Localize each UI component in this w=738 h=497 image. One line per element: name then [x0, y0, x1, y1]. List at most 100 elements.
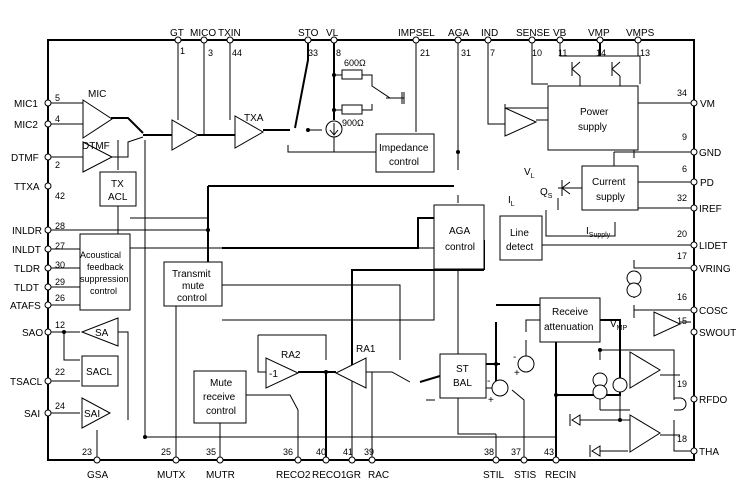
left-pins: MIC1 5 MIC2 4 DTMF 2 TTXA 42 INLDR 28 IN… [10, 93, 65, 420]
pin-tha[interactable]: THA 18 [677, 434, 719, 458]
pin-mic2[interactable]: MIC2 4 [14, 114, 60, 131]
pin-sai-name: SAI [24, 409, 40, 420]
pin-sense-name: SENSE [516, 28, 550, 39]
mute-receive-label-3: control [206, 406, 236, 417]
pin-tha-number: 18 [677, 434, 687, 444]
pin-sao[interactable]: SAO 12 [22, 320, 65, 339]
resistor-600-label: 600Ω [344, 58, 366, 68]
pin-rac-number: 39 [364, 447, 374, 457]
current-source-vl [325, 120, 343, 153]
pin-lidet-name: LIDET [699, 241, 727, 252]
pin-dtmf[interactable]: DTMF 2 [11, 153, 60, 170]
pin-aga[interactable]: AGA 31 [448, 28, 471, 58]
summing-upper-plus: + [514, 368, 520, 379]
pin-swout-number: 15 [677, 316, 687, 326]
pin-mic1[interactable]: MIC1 5 [14, 93, 60, 110]
acoustical-feedback-label-2: feedback [87, 262, 124, 272]
pin-swout[interactable]: SWOUT 15 [677, 316, 736, 339]
pin-inldt-number: 27 [55, 241, 65, 251]
pin-inldt-name: INLDT [12, 245, 41, 256]
swout-comparator [653, 311, 682, 337]
resistor-900: 900Ω [341, 104, 364, 128]
pin-impsel[interactable]: IMPSEL 21 [398, 28, 435, 58]
pin-txin[interactable]: TXIN 44 [218, 28, 242, 58]
pin-ind-number: 7 [490, 48, 495, 58]
sa-amplifier: SA [80, 317, 119, 347]
pin-sao-number: 12 [55, 320, 65, 330]
pin-sto[interactable]: STO 33 [298, 28, 319, 58]
pin-mic1-number: 5 [55, 93, 60, 103]
pin-tldt[interactable]: TLDT 29 [14, 277, 65, 294]
pin-atafs[interactable]: ATAFS 26 [10, 293, 65, 312]
pin-vm[interactable]: VM 34 [677, 88, 715, 110]
current-supply-label-1: Current [592, 177, 626, 188]
pin-rac-name: RAC [368, 470, 389, 481]
pin-pd[interactable]: PD 6 [682, 164, 714, 189]
pin-sense[interactable]: SENSE 10 [516, 28, 550, 58]
pin-mutx[interactable]: MUTX 25 [157, 447, 186, 481]
pin-vl-name: VL [326, 28, 339, 39]
pin-reco2[interactable]: RECO2 36 [276, 447, 311, 481]
pin-stil-name: STIL [483, 470, 505, 481]
pin-impsel-name: IMPSEL [398, 28, 435, 39]
pin-vb-name: VB [553, 28, 567, 39]
pin-recin[interactable]: RECIN 43 [544, 447, 576, 481]
pin-rac[interactable]: RAC 39 [364, 447, 389, 481]
pin-stis-number: 37 [511, 447, 521, 457]
pin-gsa-number: 23 [82, 447, 92, 457]
signal-isupply: ISupply [586, 226, 611, 239]
pin-reco1[interactable]: RECO1 40 [312, 447, 347, 481]
pin-sai[interactable]: SAI 24 [24, 401, 65, 420]
signal-vl: VL [524, 167, 535, 180]
sacl-block: SACL [81, 355, 119, 387]
pin-vmps-name: VMPS [626, 28, 655, 39]
pin-vring[interactable]: VRING 17 [677, 251, 731, 275]
rfdo-comparator-2 [629, 414, 661, 453]
dtmf-amplifier-label: DTMF [82, 141, 110, 152]
top-pins: GT 1 MICO 3 TXIN 44 STO 33 VL 8 IMPSEL 2… [170, 28, 655, 58]
pin-gr-number: 41 [343, 447, 353, 457]
pin-gnd[interactable]: GND 9 [682, 132, 721, 159]
st-bal-block: ST BAL [439, 353, 487, 399]
pin-recin-number: 43 [544, 447, 554, 457]
pin-tsacl[interactable]: TSACL 22 [10, 367, 65, 388]
pin-ind[interactable]: IND 7 [481, 28, 498, 58]
pin-tldt-name: TLDT [14, 283, 39, 294]
pin-vmp-number: 14 [596, 48, 606, 58]
pin-lidet[interactable]: LIDET 20 [677, 229, 727, 252]
mute-receive-label-2: receive [203, 392, 236, 403]
diode-lower [589, 445, 601, 457]
power-supply-label-2: supply [578, 122, 607, 133]
aga-control-label-2: control [445, 242, 475, 253]
mic-amplifier: MIC [82, 89, 113, 139]
pin-cosc-name: COSC [699, 306, 728, 317]
pin-impsel-number: 21 [420, 48, 430, 58]
pin-vmps[interactable]: VMPS 13 [626, 28, 655, 58]
tx-acl-block: TX ACL [99, 171, 137, 207]
pin-mico[interactable]: MICO 3 [190, 28, 216, 58]
pin-cosc[interactable]: COSC 16 [677, 292, 728, 317]
tx-acl-label-2: ACL [108, 192, 128, 203]
pin-mico-number: 3 [208, 48, 213, 58]
pin-stil-number: 38 [484, 447, 494, 457]
pin-pd-number: 6 [682, 164, 687, 174]
line-detect-label-1: Line [510, 228, 529, 239]
pin-iref[interactable]: IREF 32 [677, 193, 722, 215]
current-source-rfdo [592, 372, 628, 400]
pin-ind-name: IND [481, 28, 498, 39]
pin-rfdo-name: RFDO [699, 395, 728, 406]
signal-vmp: VMP [610, 319, 628, 332]
pin-stil[interactable]: STIL 38 [483, 447, 505, 481]
pin-vb[interactable]: VB 11 [553, 28, 567, 58]
pin-mutr-name: MUTR [206, 470, 235, 481]
pin-inldr[interactable]: INLDR 28 [12, 221, 65, 237]
pin-rfdo[interactable]: RFDO 19 [677, 379, 728, 406]
sai-amplifier: SAI [81, 397, 112, 429]
pin-lidet-number: 20 [677, 229, 687, 239]
ra1-amplifier: RA1 [334, 344, 376, 389]
pin-reco2-name: RECO2 [276, 470, 311, 481]
signal-qs: QS [540, 187, 553, 200]
pin-ttxa[interactable]: TTXA 42 [14, 182, 65, 201]
pin-gsa[interactable]: GSA 23 [82, 447, 108, 481]
power-supply-block: Power supply [547, 85, 639, 151]
